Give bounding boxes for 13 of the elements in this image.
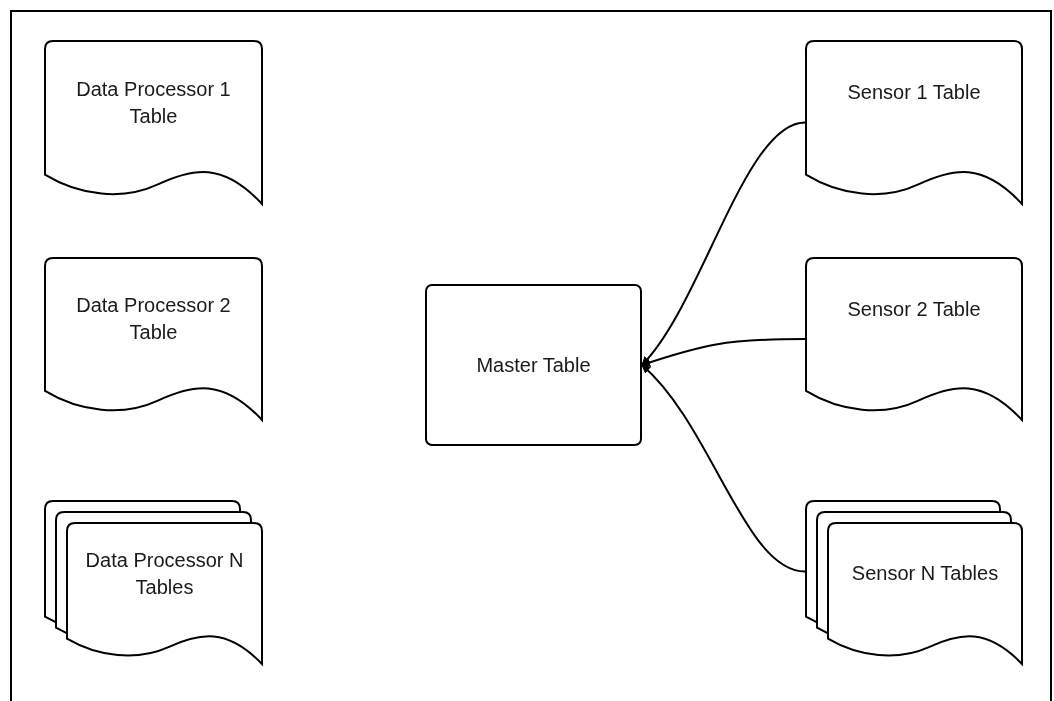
node-label: Sensor 1 Table bbox=[847, 80, 981, 105]
node-label: Data Processor 2 Table bbox=[75, 293, 232, 345]
table-box bbox=[425, 284, 642, 446]
node-label: Sensor N Tables bbox=[851, 561, 999, 586]
arrow bbox=[641, 121, 806, 366]
stacked-document-shape bbox=[805, 500, 1023, 665]
stacked-document-shape bbox=[44, 500, 263, 665]
node-label: Master Table bbox=[476, 352, 591, 378]
node-label: Data Processor N Tables bbox=[85, 547, 244, 600]
arrow bbox=[641, 338, 806, 367]
arrow bbox=[641, 364, 806, 573]
node-label: Data Processor 1 Table bbox=[75, 76, 232, 129]
node-label: Sensor 2 Table bbox=[847, 296, 981, 322]
